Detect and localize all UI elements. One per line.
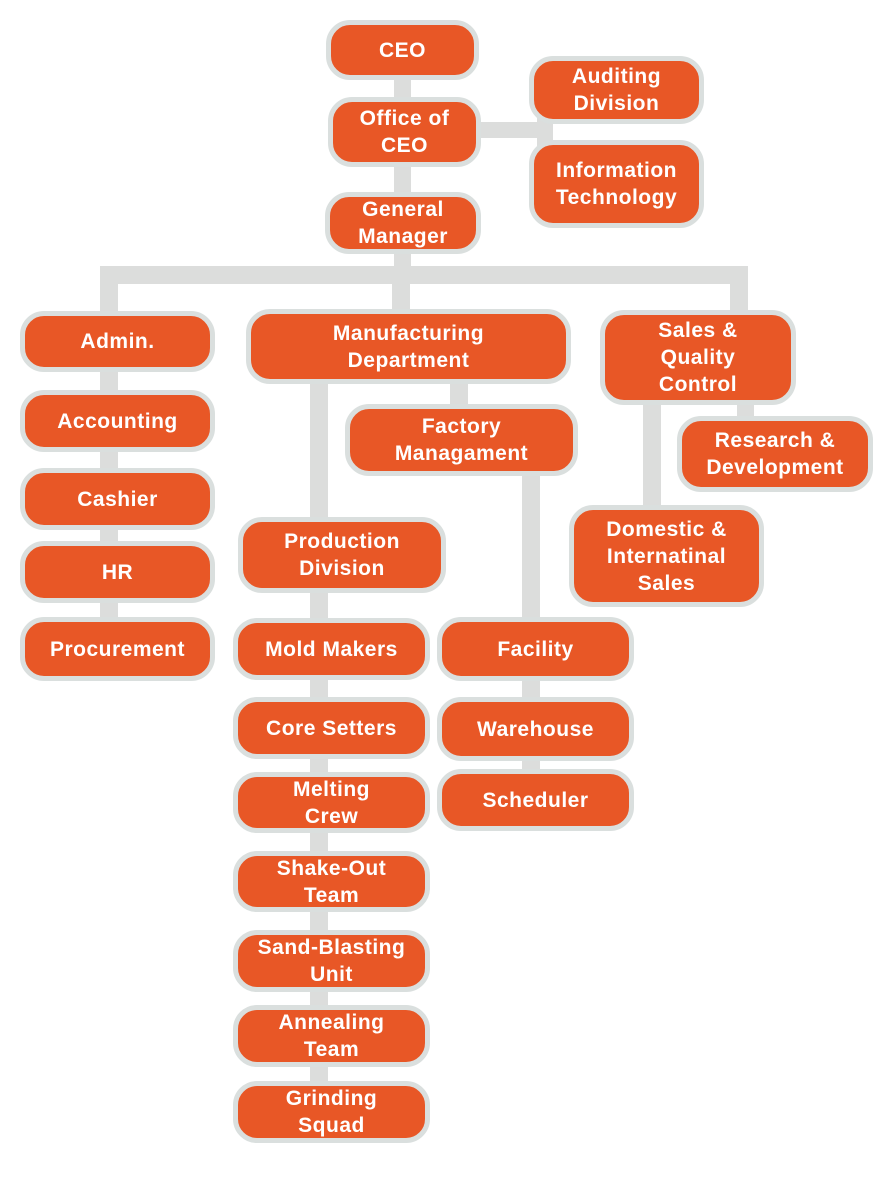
node-facility[interactable]: Facility bbox=[437, 617, 634, 681]
node-auditing-division[interactable]: Auditing Division bbox=[529, 56, 704, 124]
node-annealing-team[interactable]: Annealing Team bbox=[233, 1005, 430, 1067]
connector-mfg-drop bbox=[392, 266, 410, 316]
node-shake-out-team[interactable]: Shake-Out Team bbox=[233, 851, 430, 912]
node-mold-makers[interactable]: Mold Makers bbox=[233, 618, 430, 680]
node-admin[interactable]: Admin. bbox=[20, 311, 215, 372]
node-procurement[interactable]: Procurement bbox=[20, 617, 215, 681]
node-melting-crew[interactable]: Melting Crew bbox=[233, 772, 430, 833]
node-manufacturing-department[interactable]: Manufacturing Department bbox=[246, 309, 571, 384]
node-accounting[interactable]: Accounting bbox=[20, 390, 215, 452]
connector-factory-drop bbox=[450, 378, 468, 408]
node-domestic-international-sales[interactable]: Domestic & Internatinal Sales bbox=[569, 505, 764, 607]
node-ceo[interactable]: CEO bbox=[326, 20, 479, 80]
node-sales-quality-control[interactable]: Sales & Quality Control bbox=[600, 310, 796, 405]
connector-sales-domestic bbox=[643, 400, 661, 512]
node-warehouse[interactable]: Warehouse bbox=[437, 697, 634, 761]
node-factory-management[interactable]: Factory Managament bbox=[345, 404, 578, 476]
node-office-of-ceo[interactable]: Office of CEO bbox=[328, 97, 481, 167]
node-production-division[interactable]: Production Division bbox=[238, 517, 446, 593]
node-core-setters[interactable]: Core Setters bbox=[233, 697, 430, 759]
connector-main-bus bbox=[100, 266, 748, 284]
node-information-technology[interactable]: Information Technology bbox=[529, 140, 704, 228]
node-sand-blasting-unit[interactable]: Sand-Blasting Unit bbox=[233, 930, 430, 992]
node-hr[interactable]: HR bbox=[20, 541, 215, 603]
node-general-manager[interactable]: General Manager bbox=[325, 192, 481, 254]
node-scheduler[interactable]: Scheduler bbox=[437, 769, 634, 831]
node-research-development[interactable]: Research & Development bbox=[677, 416, 873, 492]
connector-sales-drop bbox=[730, 266, 748, 316]
node-cashier[interactable]: Cashier bbox=[20, 468, 215, 530]
node-grinding-squad[interactable]: Grinding Squad bbox=[233, 1081, 430, 1143]
connector-office-side bbox=[475, 122, 550, 138]
